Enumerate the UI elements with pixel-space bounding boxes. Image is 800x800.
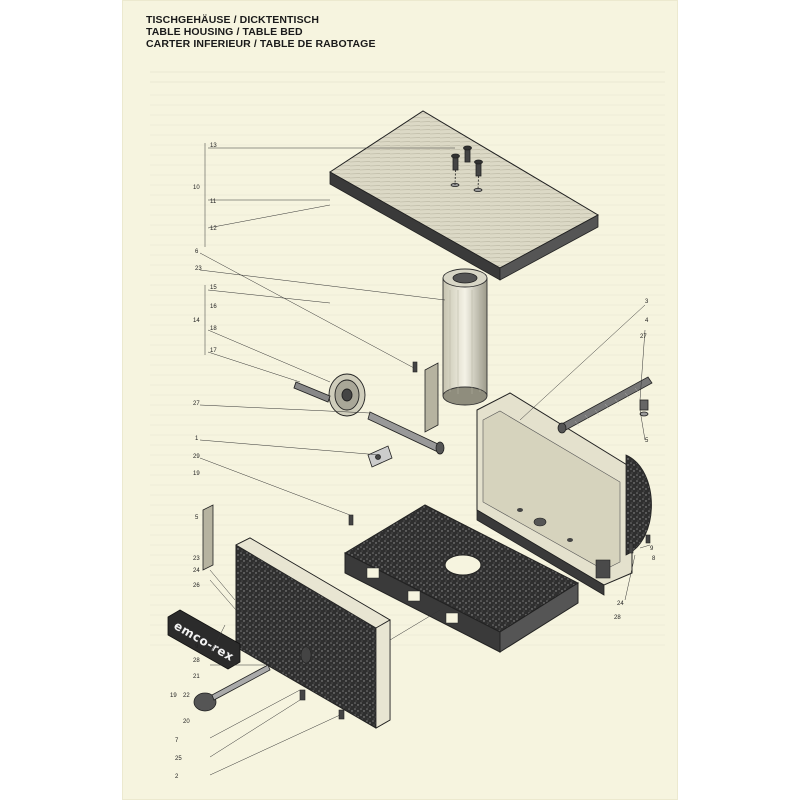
callout-12: 12 (210, 226, 217, 232)
callout-13: 13 (210, 143, 217, 149)
title-english: TABLE HOUSING / TABLE BED (146, 26, 303, 38)
table-bed-plate (329, 110, 600, 281)
support-column (442, 268, 488, 406)
title-block: TISCHGEHÄUSE / DICKTENTISCH TABLE HOUSIN… (146, 14, 376, 50)
callout-28a: 28 (614, 615, 621, 621)
callout-27a: 27 (193, 401, 200, 407)
callout-19b: 19 (170, 693, 177, 699)
callout-26: 26 (193, 583, 200, 589)
callout-24b: 24 (193, 568, 200, 574)
callout-7: 7 (175, 738, 179, 744)
gib-strip (424, 362, 439, 433)
callout-2: 2 (175, 774, 179, 780)
callout-6: 6 (195, 249, 199, 255)
table-housing-base (343, 504, 580, 653)
callout-14: 14 (193, 318, 200, 324)
callout-29: 29 (193, 454, 200, 460)
title-french: CARTER INFERIEUR / TABLE DE RABOTAGE (146, 38, 376, 50)
drive-shaft (367, 411, 445, 455)
leader-lines (199, 143, 651, 776)
callout-3: 3 (645, 299, 649, 305)
callout-23a: 23 (195, 266, 202, 272)
front-cover-panel (235, 537, 391, 729)
lead-screw (557, 376, 653, 434)
table-bolts (450, 145, 483, 192)
callout-23b: 23 (193, 556, 200, 562)
small-bolts (299, 361, 651, 720)
callout-5: 5 (645, 438, 649, 444)
callout-11: 11 (210, 199, 217, 205)
callout-20: 20 (183, 719, 190, 725)
callout-25: 25 (175, 756, 182, 762)
left-gib-strip (202, 504, 214, 571)
callout-8: 8 (652, 556, 656, 562)
callout-17: 17 (210, 348, 217, 354)
callout-9: 9 (650, 546, 654, 552)
callout-16: 16 (210, 304, 217, 310)
callout-19a: 19 (193, 471, 200, 477)
callout-22: 22 (183, 693, 190, 699)
callout-9b: 9 (195, 644, 199, 650)
callout-18: 18 (210, 326, 217, 332)
locking-knob (193, 664, 271, 712)
callout-27b: 27 (640, 334, 647, 340)
callout-28b: 28 (193, 658, 200, 664)
shaft-bracket (367, 445, 393, 468)
callout-4: 4 (645, 318, 649, 324)
callout-15: 15 (210, 285, 217, 291)
title-german: TISCHGEHÄUSE / DICKTENTISCH (146, 14, 320, 26)
emco-rex-nameplate: emco-rex (167, 609, 241, 670)
callout-21: 21 (193, 674, 200, 680)
crank-handwheel (293, 373, 366, 417)
callout-24a: 24 (617, 601, 624, 607)
callout-1: 1 (195, 436, 199, 442)
callout-labels: 13 10 11 12 6 23 15 14 16 18 17 27 1 29 … (170, 143, 656, 780)
callout-10: 10 (193, 185, 200, 191)
callout-5b: 5 (195, 515, 199, 521)
housing-side-wall (476, 392, 652, 596)
